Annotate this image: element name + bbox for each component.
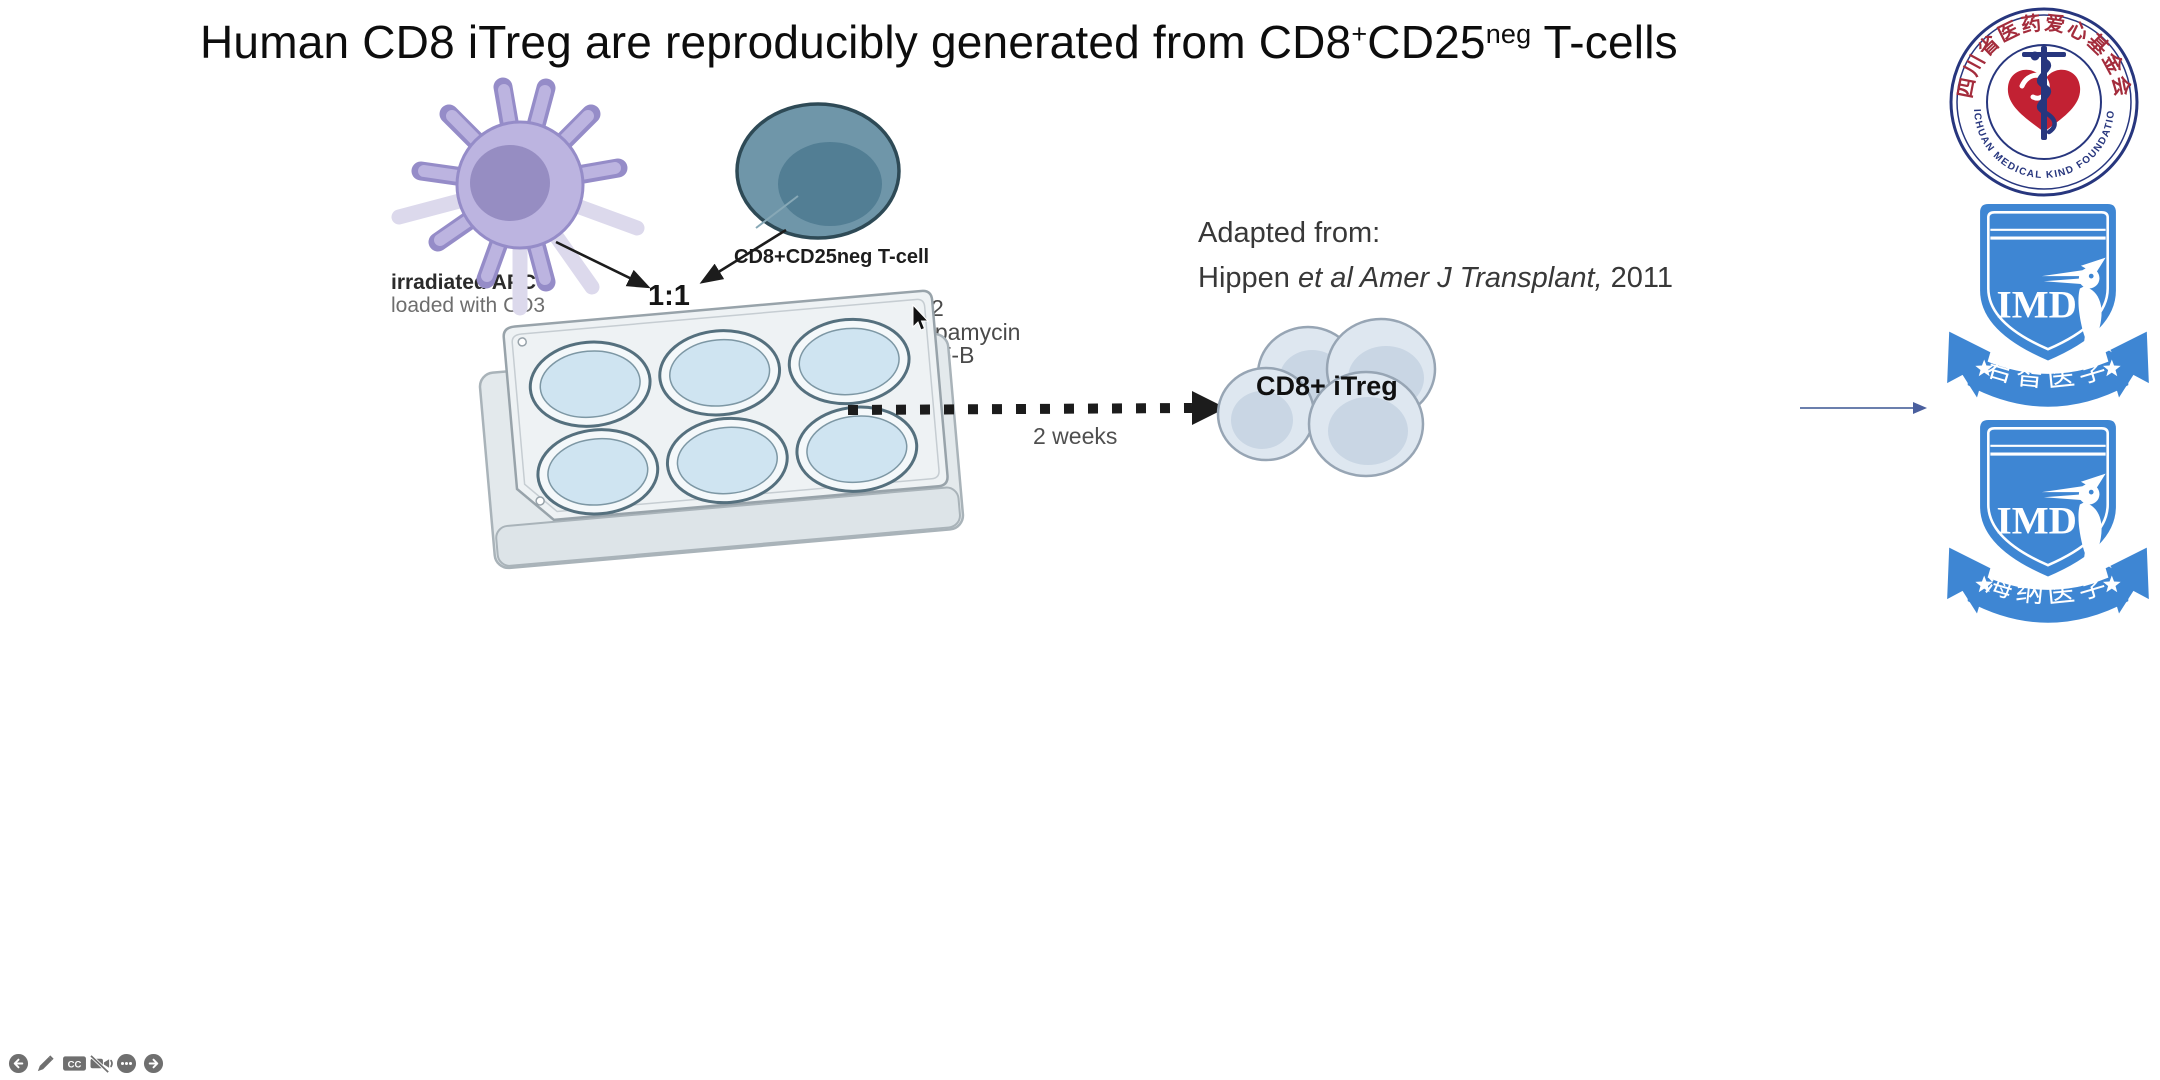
foundation-logo: 四川省医药爱心基金会 SICHUAN MEDICAL KIND FOUNDATI… [1948,6,2139,197]
cc-icon-label: CC [68,1059,82,1070]
plate-wells [528,317,919,516]
title-part: CD25 [1367,16,1486,68]
slide-title: Human CD8 iTreg are reproducibly generat… [200,8,1678,68]
annotation-arrow [1800,402,1927,414]
citation-line2: Hippen et al Amer J Transplant, 2011 [1198,262,1674,294]
ribbon-star-left [1975,359,1994,377]
ribbon-star-right [2102,359,2121,377]
imd-acronym: IMD [1997,283,2077,326]
ratio-label: 1:1 [648,280,690,312]
tcell-nucleus [778,142,882,226]
tcell-illustration [735,102,901,240]
title-part: Human CD8 iTreg are reproducibly generat… [200,16,1352,68]
imd-acronym: IMD [1997,499,2077,542]
circle-arrow-right-icon [143,1053,164,1074]
title-part: T-cells [1531,16,1678,68]
itreg-cluster-illustration [1216,317,1437,478]
two-weeks-dashed-arrow [847,391,1226,425]
title-superscript-neg: neg [1485,19,1532,49]
mouse-cursor [912,303,930,331]
title-superscript-plus: + [1351,19,1368,49]
apc-nucleus [470,145,550,221]
ribbon-star-right [2102,575,2121,593]
kingfisher-bird-emblem [2041,257,2112,355]
annotate-button[interactable] [35,1053,56,1074]
apc-sublabel: loaded with CD3 [391,294,546,317]
player-controls: CC [8,1053,164,1074]
camera-off-button[interactable] [89,1053,113,1074]
cc-icon: CC [63,1056,86,1071]
forward-button[interactable] [143,1053,164,1074]
tcell-to-ratio-arrow [699,228,787,284]
citation-block: Adapted from: Hippen et al Amer J Transp… [1198,211,1673,301]
apc-to-ratio-arrow [555,240,651,289]
tcell-label: CD8+CD25neg T-cell [734,246,930,268]
kingfisher-bird-emblem [2041,473,2112,571]
citation-line1: Adapted from: [1198,217,1381,249]
itreg-label: CD8+ iTreg [1256,371,1398,401]
pencil-icon [37,1055,54,1072]
ellipsis-icon [116,1053,137,1074]
apc-cell-illustration [391,77,645,316]
camera-off-icon [89,1054,113,1074]
imd-logo-bottom: IMD 海纳医学 [1947,420,2149,623]
back-button[interactable] [8,1053,29,1074]
more-options-button[interactable] [116,1053,137,1074]
apc-label: irradiated APC [391,271,537,294]
circle-arrow-left-icon [8,1053,29,1074]
heart-and-staff-emblem [2007,46,2081,140]
six-well-plate-illustration [478,289,965,570]
duration-label: 2 weeks [1033,423,1118,449]
closed-captions-button[interactable]: CC [62,1053,86,1074]
imd-logo-top: IMD 君智医学 [1947,204,2149,407]
ribbon-star-left [1975,575,1994,593]
citation-source: et al Amer J Transplant, [1297,262,1603,294]
